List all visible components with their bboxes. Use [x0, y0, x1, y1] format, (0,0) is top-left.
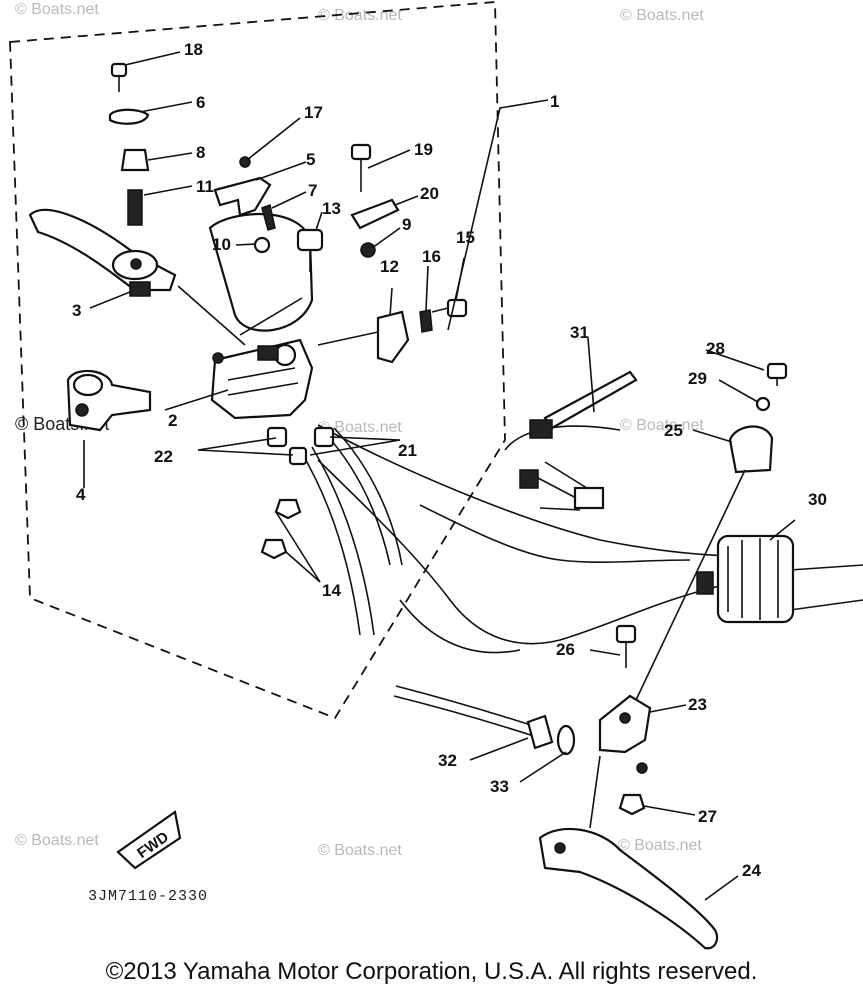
callout-5: 5 [306, 150, 315, 169]
callout-18: 18 [184, 40, 203, 59]
drawing-code: 3JM7110-2330 [88, 888, 208, 905]
callout-24: 24 [742, 861, 761, 880]
watermark-text: © Boats.net [318, 419, 402, 436]
callout-22: 22 [154, 447, 173, 466]
callout-15: 15 [456, 228, 475, 247]
leader-lines [83, 51, 796, 901]
watermark-text: © Boats.net [318, 842, 402, 859]
callout-20: 20 [420, 184, 439, 203]
callout-17: 17 [304, 103, 323, 122]
watermark-text: © Boats.net [618, 837, 702, 854]
copyright-notice: ©2013 Yamaha Motor Corporation, U.S.A. A… [105, 958, 758, 985]
callout-11: 11 [196, 177, 214, 196]
right-side-parts [519, 362, 788, 816]
watermark-text: © Boats.net [620, 7, 704, 24]
callout-8: 8 [196, 143, 205, 162]
watermark-text: © Boats.net [15, 832, 99, 849]
callout-33: 33 [490, 777, 509, 796]
holder-4 [66, 369, 152, 432]
callout-14: 14 [322, 581, 341, 600]
grip-switch-30 [696, 534, 795, 624]
callout-7: 7 [308, 181, 317, 200]
callout-13: 13 [322, 199, 341, 218]
watermark-text: © Boats.net [318, 7, 402, 24]
callout-31: 31 [570, 323, 589, 342]
callout-12: 12 [380, 257, 399, 276]
callout-3: 3 [72, 301, 81, 320]
callout-19: 19 [414, 140, 433, 159]
callout-26: 26 [556, 640, 575, 659]
callout-23: 23 [688, 695, 707, 714]
callout-29: 29 [688, 369, 707, 388]
callout-25: 25 [664, 421, 683, 440]
callout-28: 28 [706, 339, 725, 358]
master-cylinder-2 [208, 213, 314, 420]
watermarks: © Boats.net © Boats.net © Boats.net © Bo… [15, 1, 704, 859]
clutch-lever-3 [28, 208, 177, 297]
callout-1: 1 [550, 92, 559, 111]
callout-21: 21 [398, 441, 417, 460]
callout-30: 30 [808, 490, 827, 509]
assembly-boundary [9, 1, 506, 720]
callout-9: 9 [402, 215, 411, 234]
callout-2: 2 [168, 411, 177, 430]
callout-32: 32 [438, 751, 457, 770]
callout-27: 27 [698, 807, 717, 826]
brake-hoses [299, 427, 541, 739]
callout-10: 10 [212, 235, 231, 254]
brake-lever-24 [538, 827, 719, 950]
watermark-text: © Boats.net [15, 1, 99, 18]
watermark-text: © Boats.net [620, 417, 704, 434]
callouts: 18 6 1 17 8 5 19 11 7 20 13 9 15 10 16 1… [72, 40, 827, 880]
small-parts [108, 62, 468, 560]
callout-16: 16 [422, 247, 441, 266]
callout-4: 4 [76, 485, 86, 504]
callout-6: 6 [196, 93, 205, 112]
fwd-arrow: FWD [116, 810, 182, 870]
